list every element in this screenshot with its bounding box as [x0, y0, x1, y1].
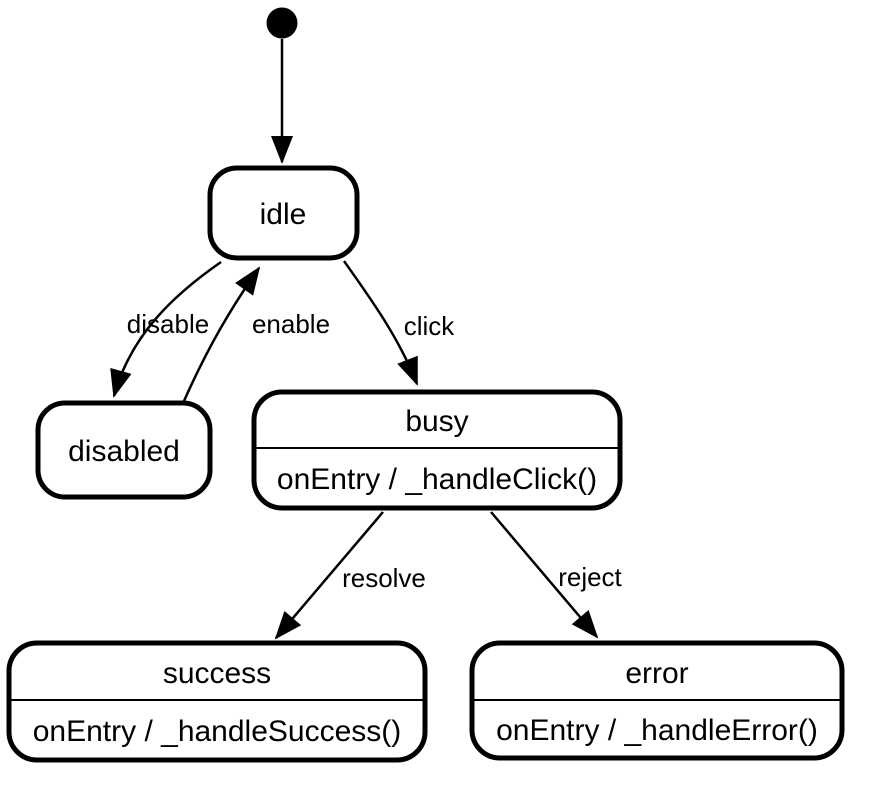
state-idle-box: [207, 165, 360, 261]
state-idle: idle: [207, 165, 360, 261]
state-error-label: error: [625, 657, 688, 690]
transition-label-resolve: resolve: [342, 563, 426, 593]
state-success-on-entry: onEntry / _handleSuccess(): [33, 715, 402, 748]
state-disabled-label: disabled: [68, 435, 180, 468]
state-busy-box: [251, 389, 623, 511]
transition-label-click: click: [404, 311, 456, 341]
initial-state-dot: [266, 7, 298, 39]
state-disabled: disabled: [35, 400, 213, 500]
transition-label-reject: reject: [558, 562, 622, 592]
state-busy-label: busy: [405, 405, 468, 438]
transition-arrow-enable: [182, 266, 261, 402]
state-busy-on-entry: onEntry / _handleClick(): [277, 463, 597, 496]
state-error: error onEntry / _handleError(): [469, 640, 845, 761]
state-success-box: [6, 640, 428, 763]
state-success: success onEntry / _handleSuccess(): [6, 640, 428, 763]
state-idle-label: idle: [260, 198, 307, 231]
transition-arrow-click: [342, 260, 419, 386]
state-disabled-box: [35, 400, 213, 500]
transition-label-disable: disable: [127, 309, 209, 339]
state-success-label: success: [163, 657, 271, 690]
state-error-on-entry: onEntry / _handleError(): [496, 714, 818, 747]
state-busy: busy onEntry / _handleClick(): [251, 389, 623, 511]
transition-arrow-resolve: [274, 511, 384, 640]
transition-label-enable: enable: [252, 309, 330, 339]
transition-arrow-disable: [110, 260, 222, 398]
transition-arrow-reject: [490, 511, 599, 639]
